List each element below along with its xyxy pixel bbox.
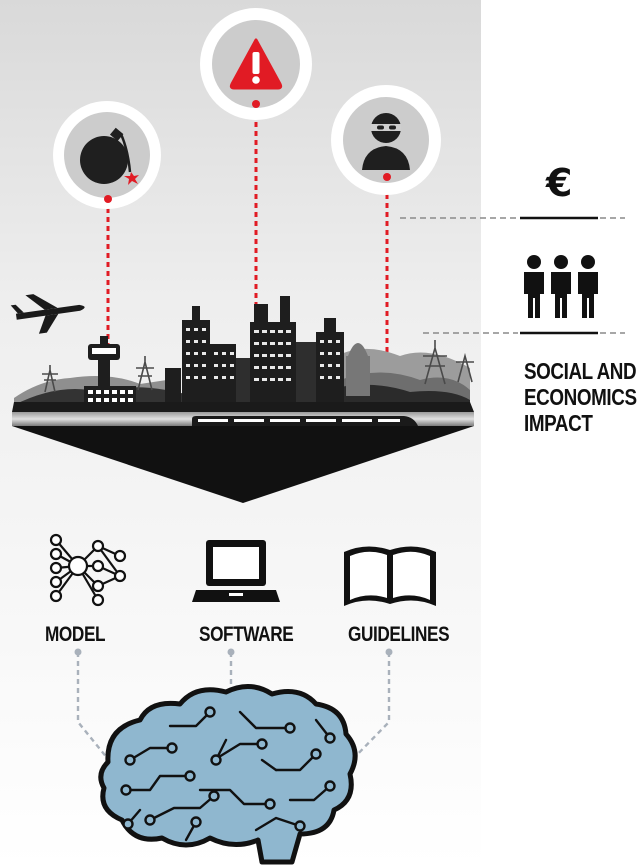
people-icon [524, 255, 598, 318]
warning-icon [229, 38, 283, 90]
guidelines-label: GUIDELINES [348, 623, 450, 646]
brain-connectors [76, 652, 391, 765]
burglar-circle [331, 85, 441, 195]
impact-solid-lines [520, 216, 598, 335]
laptop-icon [192, 540, 280, 602]
airplane-icon [10, 294, 85, 334]
brain-connector-dots [74, 648, 393, 656]
power-pylons [42, 340, 474, 393]
model-label: MODEL [45, 623, 106, 646]
book-icon [344, 546, 436, 606]
brain-circuit-icon [98, 684, 358, 865]
skyscrapers [165, 296, 370, 412]
impact-dash-lines [400, 217, 625, 334]
warning-circle [200, 8, 312, 120]
social-economics-impact-label: SOCIAL AND ECONOMICS IMPACT [524, 358, 637, 436]
bomb-circle [53, 101, 161, 209]
euro-icon: € [546, 161, 573, 205]
burglar-icon [362, 113, 410, 170]
neural-network-icon [49, 533, 127, 607]
software-label: SOFTWARE [199, 623, 294, 646]
train [192, 416, 418, 426]
control-tower [84, 336, 136, 408]
bomb-icon [80, 127, 139, 185]
funnel-triangle [12, 426, 474, 503]
